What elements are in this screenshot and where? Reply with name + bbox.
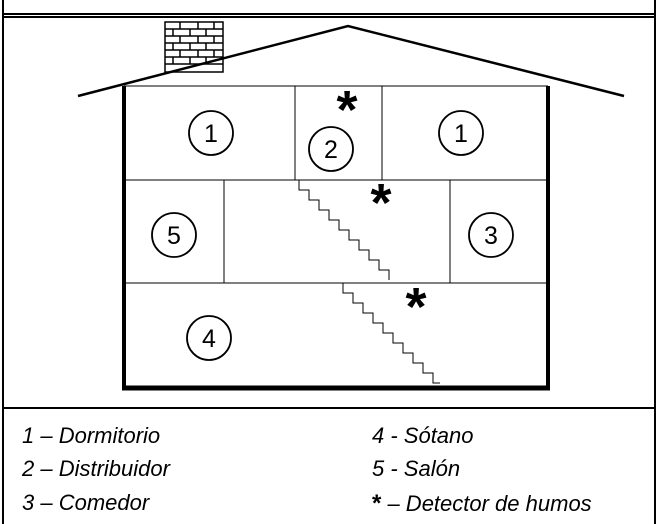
legend-detector-label: – Detector de humos: [381, 491, 592, 516]
smoke-detector-icon: *: [405, 277, 426, 337]
smoke-detector-icon: *: [370, 173, 391, 233]
room-number: 4: [202, 325, 216, 353]
legend-item-detector: * – Detector de humos: [372, 490, 592, 518]
room-number: 2: [324, 136, 338, 164]
legend-item-distribuidor: 2 – Distribuidor: [22, 456, 170, 481]
legend-item-comedor: 3 – Comedor: [22, 490, 150, 515]
roof: [77, 24, 625, 98]
room-marker-3: 3: [468, 212, 514, 258]
staircase-lower: [342, 283, 440, 384]
chimney: [164, 21, 224, 73]
room-marker-2: 2: [308, 126, 354, 172]
room-marker-5: 5: [151, 212, 197, 258]
room-marker-1-right: 1: [438, 110, 484, 156]
legend-item-salon: 5 - Salón: [372, 456, 461, 481]
room-marker-4: 4: [186, 315, 232, 361]
legend-item-sotano: 4 - Sótano: [372, 423, 474, 448]
room-number: 5: [167, 222, 181, 250]
legend-item-dormitorio: 1 – Dormitorio: [22, 423, 161, 448]
staircase-upper: [298, 180, 390, 280]
room-number: 3: [484, 222, 498, 250]
legend-detector-symbol: *: [372, 490, 382, 517]
house-walls: [122, 86, 550, 391]
smoke-detector-icon: *: [336, 80, 357, 140]
room-number: 1: [454, 120, 468, 148]
room-dividers: [124, 85, 548, 284]
room-marker-1-left: 1: [188, 110, 234, 156]
room-number: 1: [204, 120, 218, 148]
